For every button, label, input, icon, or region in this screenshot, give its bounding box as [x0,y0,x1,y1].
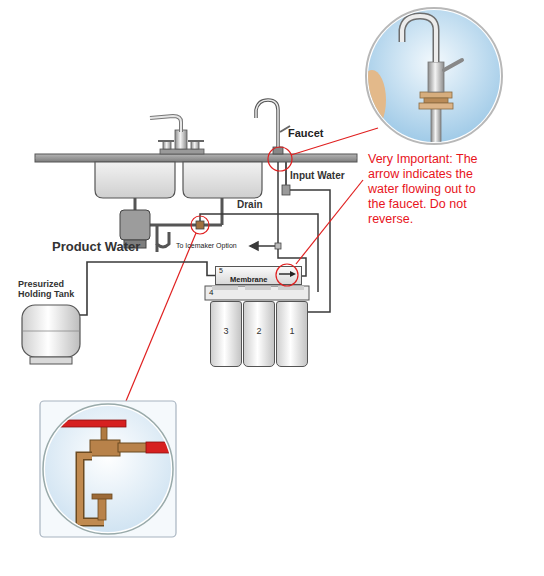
filter-canister: 1 [276,301,308,367]
arrow-head [290,271,296,277]
callout-number: 2 [244,302,274,336]
pipe-label: Drain [237,199,263,211]
ro-tubing [200,162,330,312]
ro-faucet [256,100,290,154]
tank-seam [22,331,80,332]
callout-number: 4 [209,288,213,298]
tank-label: Presurized Holding Tank [18,279,80,299]
holding-tank: Presurized Holding Tank [16,279,94,369]
holding-tank-shape [16,301,94,369]
tank-base [30,357,72,364]
callout-circle [276,264,298,286]
filter-canister: 2 [243,301,275,367]
membrane-housing: 5Membrane [215,266,302,285]
saddle-valve-inset [40,401,176,537]
pipe-label: Input Water [290,170,345,182]
drain-saddle [196,221,204,229]
pipe-label: To Icemaker Option [176,242,237,250]
callout-number: 5 [219,267,301,275]
mounting-bracket [205,286,309,300]
sink [95,162,262,198]
part-name: Membrane [230,275,301,284]
filter-canister: 3 [210,301,242,367]
tee-fitting [275,243,281,249]
part-label: Faucet [288,127,323,140]
callout-number: 1 [277,302,307,336]
callout-number: 3 [211,302,241,336]
faucet-inset [358,8,502,158]
kitchen-faucet [150,116,204,154]
pipe-label: Product Water [52,239,140,254]
tank-body [22,305,80,357]
tank-outlet [80,279,87,315]
warning-note: Very Important: The arrow indicates the … [368,152,492,227]
tubing-connector [87,262,215,279]
callout-leaders [126,128,378,401]
countertop [35,154,357,162]
